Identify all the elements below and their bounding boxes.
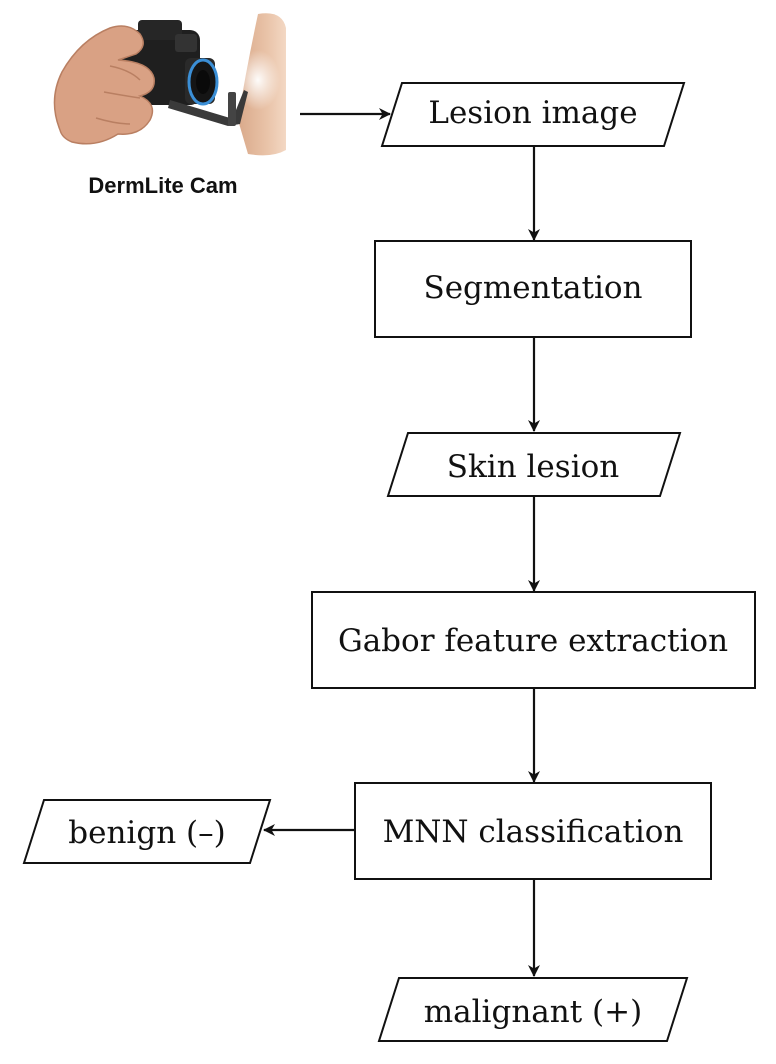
node-skin-lesion: Skin lesion — [386, 432, 682, 497]
lesion-image-label: Lesion image — [428, 95, 637, 131]
node-benign: benign (–) — [22, 799, 272, 864]
segmentation-label: Segmentation — [423, 270, 642, 306]
malignant-label: malignant (+) — [424, 994, 642, 1030]
node-malignant: malignant (+) — [377, 977, 689, 1042]
skin-lesion-label: Skin lesion — [447, 449, 620, 485]
node-segmentation: Segmentation — [374, 240, 692, 338]
node-mnn-classification: MNN classification — [354, 782, 712, 880]
camera-caption: DermLite Cam — [88, 173, 237, 198]
node-gabor-feature-extraction: Gabor feature extraction — [311, 591, 756, 689]
benign-label: benign (–) — [68, 815, 225, 851]
node-lesion-image: Lesion image — [380, 82, 686, 147]
mnn-label: MNN classification — [383, 814, 684, 850]
gabor-label: Gabor feature extraction — [338, 623, 728, 659]
dermlite-camera-image: DermLite Cam — [53, 13, 286, 198]
